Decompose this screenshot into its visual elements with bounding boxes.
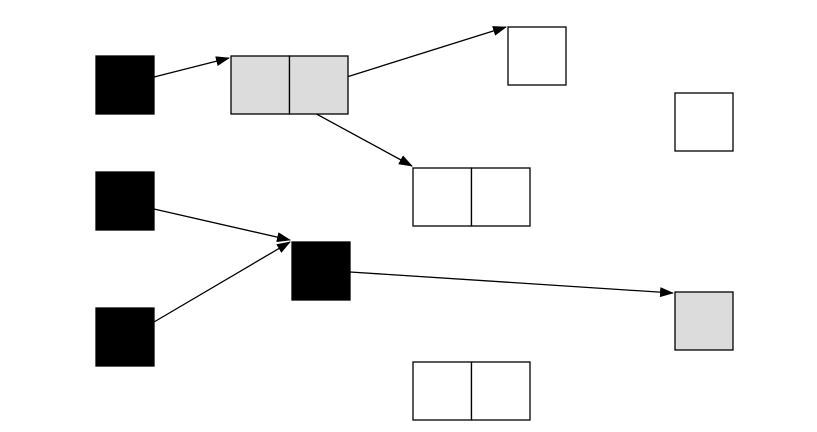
- edge-root-2-to-center-black: [153, 208, 291, 242]
- box-top-right-cell-1: [507, 26, 567, 86]
- pair-top-cell-1: [230, 55, 291, 115]
- node-box-right-gray: [674, 291, 734, 351]
- center-black-cell-1: [291, 241, 351, 301]
- root-2-cell-1: [95, 171, 155, 231]
- root-3-cell-1: [95, 307, 155, 367]
- box-far-right-cell-1: [674, 92, 734, 152]
- node-box-far-right: [674, 92, 734, 152]
- node-pair-top: [230, 55, 349, 115]
- node-pair-middle: [412, 167, 531, 227]
- node-root-1: [95, 55, 155, 115]
- edge-root-3-to-center-black: [153, 241, 291, 323]
- pair-bottom-cell-1: [412, 361, 473, 421]
- node-root-3: [95, 307, 155, 367]
- root-1-cell-1: [95, 55, 155, 115]
- pair-middle-cell-1: [412, 167, 473, 227]
- nodes-layer: [95, 26, 734, 421]
- edge-root-1-to-pair-top: [153, 56, 230, 78]
- box-right-gray-cell-1: [674, 291, 734, 351]
- node-pair-bottom: [412, 361, 531, 421]
- edge-center-black-to-box-right-gray: [349, 271, 674, 298]
- pair-middle-cell-2: [470, 167, 531, 227]
- node-center-black: [291, 241, 351, 301]
- pair-bottom-cell-2: [470, 361, 531, 421]
- pair-top-cell-2: [288, 55, 349, 115]
- node-box-top-right: [507, 26, 567, 86]
- node-root-2: [95, 171, 155, 231]
- edge-pair-top-to-box-top-right: [317, 26, 507, 87]
